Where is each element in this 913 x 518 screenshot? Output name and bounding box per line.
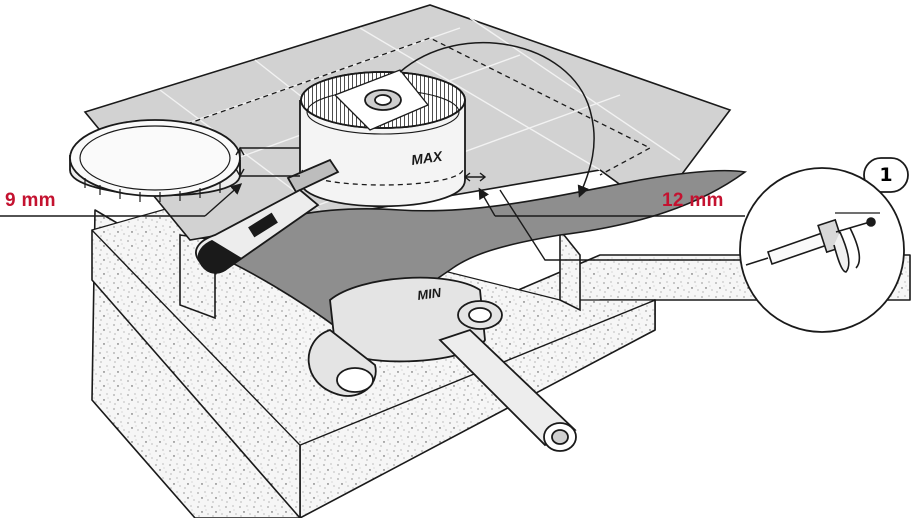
drain-body [307, 276, 577, 452]
step-badge [863, 157, 909, 193]
gap-12mm-label: 12 mm [662, 190, 724, 211]
max-mark: MAX [410, 148, 445, 168]
step-number: 1 [879, 164, 893, 186]
min-mark: MIN [416, 285, 442, 303]
screed-block [179, 227, 581, 320]
drain-outlet-ring [299, 69, 466, 208]
rotation-arrow [399, 42, 595, 198]
sealant-gun-icon [745, 217, 876, 273]
gap-9mm-label: 9 mm [5, 190, 56, 211]
dimension-lines [0, 146, 745, 261]
drain-cover-icon [69, 119, 241, 202]
utility-knife-icon [195, 158, 340, 274]
detail-callout [739, 167, 905, 333]
